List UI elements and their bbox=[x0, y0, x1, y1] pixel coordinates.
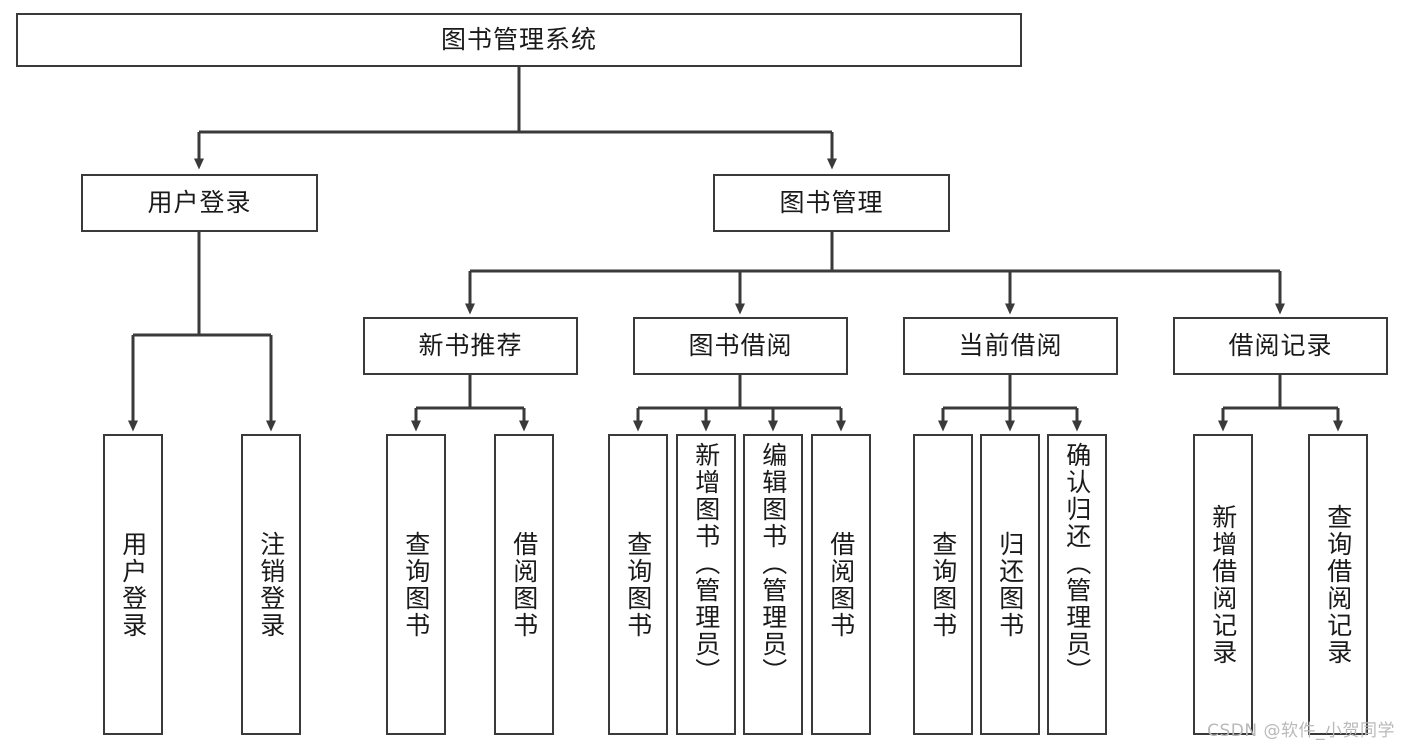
node-new-book-recommend[interactable]: 新书推荐 bbox=[363, 317, 578, 375]
node-label: 图书管理系统 bbox=[440, 25, 597, 55]
node-label: 新书推荐 bbox=[418, 331, 523, 361]
node-label: 新增图书（管理员） bbox=[691, 442, 721, 685]
node-user-login[interactable]: 用户登录 bbox=[81, 174, 318, 232]
leaf-user-logout[interactable]: 注销登录 bbox=[241, 434, 301, 735]
node-label: 新增借阅记录 bbox=[1208, 503, 1238, 666]
node-label: 查询图书 bbox=[401, 530, 431, 639]
node-label: 编辑图书（管理员） bbox=[758, 442, 788, 685]
leaf-query-book-current[interactable]: 查询图书 bbox=[913, 434, 973, 735]
node-label: 用户登录 bbox=[118, 530, 148, 639]
node-label: 查询图书 bbox=[928, 530, 958, 639]
node-label: 借阅图书 bbox=[509, 530, 539, 639]
leaf-add-borrow-record[interactable]: 新增借阅记录 bbox=[1193, 434, 1253, 735]
node-label: 借阅图书 bbox=[826, 530, 856, 639]
leaf-borrow-book-recommend[interactable]: 借阅图书 bbox=[494, 434, 554, 735]
leaf-confirm-return-admin[interactable]: 确认归还（管理员） bbox=[1047, 434, 1107, 735]
node-label: 查询图书 bbox=[623, 530, 653, 639]
node-label: 用户登录 bbox=[147, 188, 252, 218]
leaf-query-book-borrow[interactable]: 查询图书 bbox=[608, 434, 668, 735]
node-label: 查询借阅记录 bbox=[1323, 503, 1353, 666]
node-current-borrow[interactable]: 当前借阅 bbox=[903, 317, 1118, 375]
leaf-add-book-admin[interactable]: 新增图书（管理员） bbox=[676, 434, 736, 735]
leaf-query-borrow-record[interactable]: 查询借阅记录 bbox=[1308, 434, 1368, 735]
node-label: 图书管理 bbox=[779, 188, 884, 218]
node-label: 注销登录 bbox=[256, 530, 286, 639]
node-root-system[interactable]: 图书管理系统 bbox=[16, 13, 1022, 67]
leaf-user-login[interactable]: 用户登录 bbox=[103, 434, 163, 735]
node-label: 借阅记录 bbox=[1228, 331, 1333, 361]
node-borrow-record[interactable]: 借阅记录 bbox=[1173, 317, 1388, 375]
node-label: 归还图书 bbox=[995, 530, 1025, 639]
leaf-query-book-recommend[interactable]: 查询图书 bbox=[386, 434, 446, 735]
node-label: 当前借阅 bbox=[958, 331, 1063, 361]
leaf-return-book[interactable]: 归还图书 bbox=[980, 434, 1040, 735]
node-book-borrow[interactable]: 图书借阅 bbox=[633, 317, 848, 375]
node-label: 图书借阅 bbox=[688, 331, 793, 361]
node-label: 确认归还（管理员） bbox=[1062, 442, 1092, 685]
node-book-management[interactable]: 图书管理 bbox=[713, 174, 950, 232]
leaf-edit-book-admin[interactable]: 编辑图书（管理员） bbox=[743, 434, 803, 735]
leaf-borrow-book[interactable]: 借阅图书 bbox=[811, 434, 871, 735]
watermark-text: CSDN @软件_小贺同学 bbox=[1207, 721, 1395, 741]
